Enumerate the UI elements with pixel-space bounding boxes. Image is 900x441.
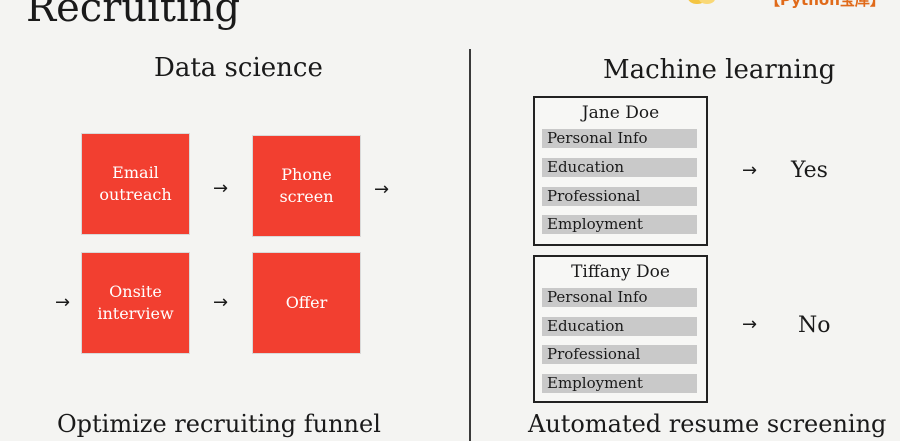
data-science-caption: Optimize recruiting funnel: [57, 410, 381, 438]
candidate-name: Tiffany Doe: [571, 262, 670, 282]
arrow-right-icon: →: [213, 292, 229, 313]
step-onsite-interview: Onsite interview: [81, 252, 190, 354]
resume-field: Employment: [542, 374, 697, 393]
screening-result: Yes: [791, 158, 828, 183]
step-label: Phone screen: [279, 165, 334, 206]
arrow-right-icon: →: [213, 178, 229, 199]
section-divider: [469, 49, 471, 441]
arrow-right-icon: →: [374, 179, 390, 200]
python-logo-icon: [688, 0, 715, 4]
step-label: Onsite interview: [97, 282, 174, 323]
step-email-outreach: Email outreach: [81, 133, 190, 235]
resume-card: Tiffany Doe Personal Info Education Prof…: [533, 255, 708, 403]
step-label: Offer: [285, 293, 328, 312]
step-label: Email outreach: [99, 163, 172, 204]
arrow-right-icon: →: [742, 160, 758, 181]
watermark-text: 【Python宝库】: [765, 0, 885, 9]
screening-result: No: [798, 313, 831, 338]
page-title: Recruiting: [26, 0, 241, 31]
data-science-heading: Data science: [154, 53, 323, 83]
resume-field: Employment: [542, 215, 697, 234]
machine-learning-heading: Machine learning: [603, 55, 836, 85]
step-phone-screen: Phone screen: [252, 135, 361, 237]
resume-field: Personal Info: [542, 129, 697, 148]
resume-field: Professional: [542, 187, 697, 206]
arrow-right-icon: →: [55, 292, 71, 313]
step-offer: Offer: [252, 252, 361, 354]
resume-field: Professional: [542, 345, 697, 364]
arrow-right-icon: →: [742, 314, 758, 335]
resume-card: Jane Doe Personal Info Education Profess…: [533, 96, 708, 246]
resume-field: Personal Info: [542, 288, 697, 307]
machine-learning-caption: Automated resume screening: [528, 410, 887, 438]
resume-field: Education: [542, 317, 697, 336]
resume-field: Education: [542, 158, 697, 177]
watermark: 【Python宝库】: [683, 0, 900, 12]
candidate-name: Jane Doe: [581, 103, 660, 123]
